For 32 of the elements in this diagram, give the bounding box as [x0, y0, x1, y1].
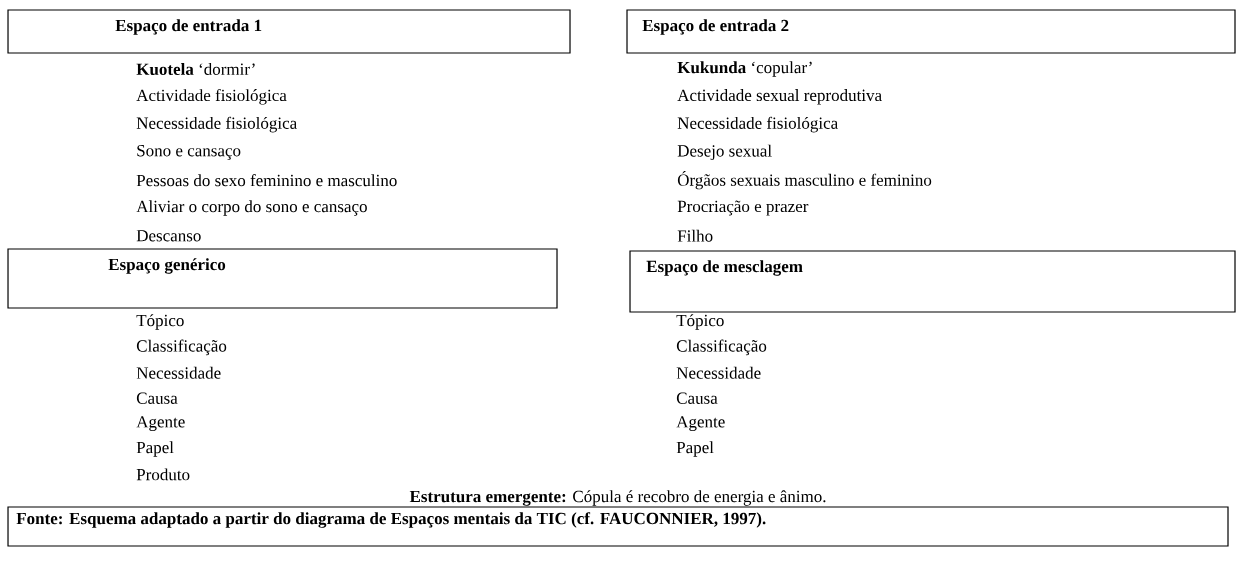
list-item: Aliviar o corpo do sono e cansaço	[136, 200, 367, 216]
list-item: Actividade fisiológica	[136, 88, 287, 105]
list-item: Tópico	[136, 314, 184, 330]
list-item: Órgãos sexuais masculino e feminino	[677, 171, 932, 190]
list-item: Classificação	[136, 339, 227, 356]
list-item: Pessoas do sexo feminino e masculino	[136, 174, 397, 187]
list-item: Kuotela ‘dormir’	[136, 63, 255, 75]
list-item: Necessidade	[676, 366, 761, 379]
list-item: Papel	[136, 441, 174, 457]
list-item: Agente	[676, 416, 725, 432]
list-item: Produto	[136, 468, 190, 481]
list-item: Sono e cansaço	[137, 144, 241, 160]
list-item: Papel	[676, 441, 714, 457]
space-box: Fonte: Esquema adaptado a partir do diagrama de Espaços mentais da TIC (cf. FAUCONNIER, 1997).	[7, 506, 1229, 547]
list-item: Causa	[136, 392, 178, 404]
list-item: Necessidade	[136, 366, 221, 379]
list-item: Procriação e prazer	[677, 200, 809, 216]
space-box: Espaço de mesclagem	[629, 250, 1236, 313]
list-item: Classificação	[676, 339, 767, 356]
list-item: Actividade sexual reprodutiva	[677, 89, 882, 105]
list-item: Desejo sexual	[677, 144, 772, 161]
list-item: Necessidade fisiológica	[677, 116, 838, 133]
list-item: Filho	[677, 229, 713, 242]
list-item: Causa	[676, 392, 718, 404]
list-item: Descanso	[136, 230, 201, 242]
list-item: Agente	[136, 416, 185, 432]
list-item: Kukunda ‘copular’	[677, 61, 812, 77]
list-item: Tópico	[676, 314, 724, 330]
space-box: Espaço de entrada 1	[7, 9, 571, 54]
space-box: Espaço de entrada 2	[626, 9, 1236, 54]
space-box: Espaço genérico	[7, 248, 558, 309]
list-item: Necessidade fisiológica	[136, 116, 297, 133]
